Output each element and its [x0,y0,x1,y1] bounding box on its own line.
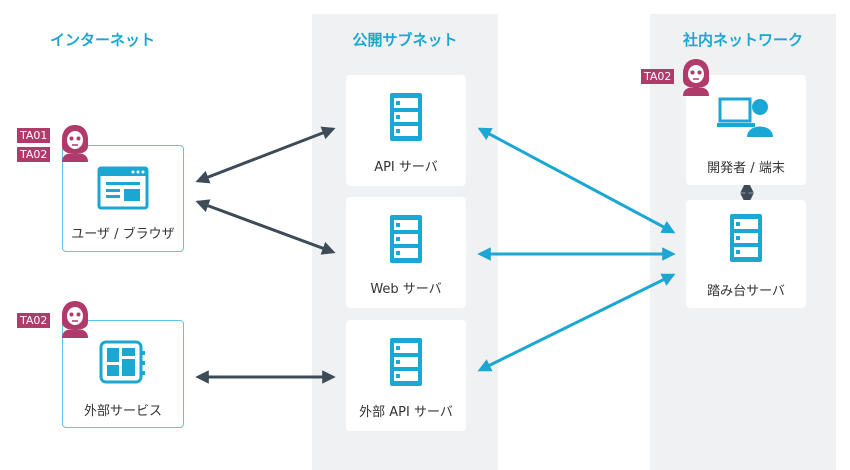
developer-pc-icon [717,97,773,137]
external-service-node: 外部サービス [62,320,184,428]
web-server-node: Web サーバ [346,197,466,308]
zone-title-internet: インターネット [49,31,155,49]
arrow-extapi-bastion [477,273,676,372]
browser-label: ユーザ / ブラウザ [71,227,175,242]
threat-badge: TA02 [641,69,675,84]
server-icon [390,215,422,263]
bastion-server-node: 踏み台サーバ [686,200,806,308]
browser-node: ユーザ / ブラウザ [62,145,184,252]
api-server-node: API サーバ [346,75,466,186]
hacker-icon [62,125,88,162]
browser-window-icon [97,166,149,210]
threat-badge: TA02 [17,313,51,328]
api-server-label: API サーバ [374,160,438,175]
developer-terminal-label: 開発者 / 端末 [707,161,785,176]
server-icon [390,93,422,141]
app-module-icon [99,340,145,384]
hacker-icon [683,59,709,96]
server-icon [730,214,762,262]
external-api-server-label: 外部 API サーバ [359,405,453,420]
arrow-api-bastion [477,127,676,234]
arrow-browser-web [195,199,336,255]
external-service-label: 外部サービス [83,404,162,419]
arrow-browser-api [195,126,336,184]
web-server-label: Web サーバ [370,282,442,297]
threat-badge: TA01 [17,128,51,143]
external-api-server-node: 外部 API サーバ [346,320,466,431]
server-icon [390,338,422,386]
bastion-server-label: 踏み台サーバ [707,284,785,299]
hacker-icon [62,301,88,338]
threat-badge: TA02 [17,147,51,162]
zone-title-public-subnet: 公開サブネット [352,31,458,49]
zone-title-internal: 社内ネットワーク [682,31,803,49]
